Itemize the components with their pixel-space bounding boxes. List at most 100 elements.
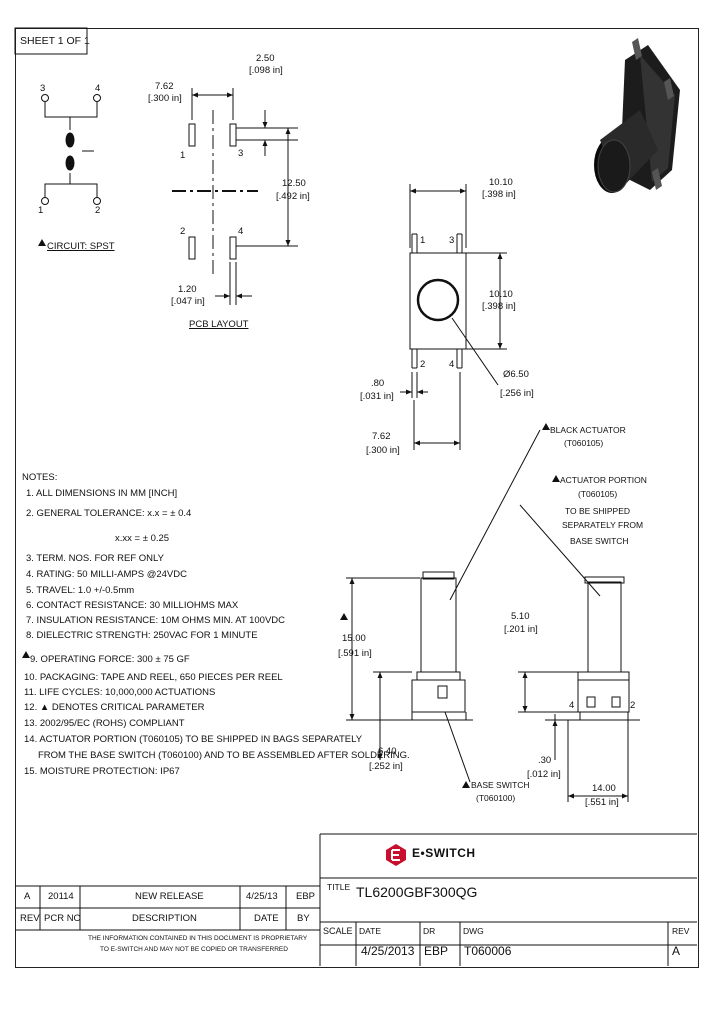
note-2: 2. GENERAL TOLERANCE: x.x = ± 0.4 [26, 508, 192, 519]
drawing-sheet [15, 28, 699, 968]
top-dim-dia-in: [.256 in] [500, 388, 534, 399]
top-dim-h-in: [.398 in] [482, 301, 516, 312]
base-switch-pn: (T060100) [476, 793, 516, 803]
header-by: BY [297, 913, 310, 924]
note-8: 8. DIELECTRIC STRENGTH: 250VAC FOR 1 MIN… [26, 630, 258, 641]
pcb-layout [172, 88, 298, 305]
top-dim-080: .80 [371, 378, 385, 389]
top-dim-h: 10.10 [489, 289, 513, 300]
pcb-dim-762-in: [.300 in] [148, 93, 182, 104]
side-view-right [518, 504, 640, 802]
side-dim-510: 5.10 [511, 611, 530, 622]
pcb-dim-120: 1.20 [178, 284, 197, 295]
top-dim-762-in: [.300 in] [366, 445, 400, 456]
note-11: 11. LIFE CYCLES: 10,000,000 ACTUATIONS [24, 687, 216, 698]
side-view-left [346, 429, 541, 783]
note-15: 15. MOISTURE PROTECTION: IP67 [24, 766, 180, 777]
top-pin-3: 3 [449, 235, 455, 246]
dwg-label: DWG [463, 926, 484, 936]
pcb-dim-1250-in: [.492 in] [276, 191, 310, 202]
note-2b: x.xx = ± 0.25 [115, 533, 170, 544]
side-dim-1400: 14.00 [592, 783, 616, 794]
disclaimer-line-2: TO E-SWITCH AND MAY NOT BE COPIED OR TRA… [100, 946, 288, 953]
side-pin-2: 2 [630, 700, 636, 711]
pcb-label: PCB LAYOUT [189, 319, 249, 330]
top-pin-1: 1 [420, 235, 426, 246]
brand-name: E•SWITCH [412, 846, 476, 860]
scale-label: SCALE [323, 926, 353, 936]
side-dim-1500-in: [.591 in] [338, 648, 372, 659]
note-4: 4. RATING: 50 MILLI-AMPS @24VDC [26, 569, 187, 580]
dwg-value: T060006 [464, 944, 512, 958]
note-5: 5. TRAVEL: 1.0 +/-0.5mm [26, 585, 135, 596]
side-dim-640-in: [.252 in] [369, 761, 403, 772]
dr-label: DR [423, 926, 436, 936]
rev-row-desc: NEW RELEASE [135, 891, 204, 902]
top-view [400, 184, 507, 450]
rev-value: A [672, 944, 681, 958]
rev-label: REV [672, 926, 690, 936]
note-10: 10. PACKAGING: TAPE AND REEL, 650 PIECES… [24, 672, 283, 683]
drawing-title: TL6200GBF300QG [356, 884, 478, 900]
note-3: 3. TERM. NOS. FOR REF ONLY [26, 553, 164, 564]
note-14: 14. ACTUATOR PORTION (T060105) TO BE SHI… [24, 734, 363, 745]
top-dim-w-in: [.398 in] [482, 189, 516, 200]
header-desc: DESCRIPTION [132, 913, 197, 924]
top-dim-w: 10.10 [489, 177, 513, 188]
rev-row-pcr: 20114 [48, 891, 74, 902]
pcb-dim-250: 2.50 [256, 53, 275, 64]
side-dim-030: .30 [538, 755, 552, 766]
note-9: 9. OPERATING FORCE: 300 ± 75 GF [30, 654, 190, 665]
shipped-3: BASE SWITCH [570, 536, 629, 546]
base-switch-label: BASE SWITCH [471, 780, 530, 790]
circuit-pin-3: 3 [40, 83, 46, 94]
circuit-symbol [41, 94, 101, 205]
pcb-pin-3: 3 [238, 148, 244, 159]
side-dim-030-in: [.012 in] [527, 769, 561, 780]
note-6: 6. CONTACT RESISTANCE: 30 MILLIOHMS MAX [26, 600, 239, 611]
rev-row-date: 4/25/13 [246, 891, 278, 902]
pcb-dim-1250: 12.50 [282, 178, 306, 189]
actuator-portion-pn: (T060105) [578, 489, 618, 499]
top-pin-2: 2 [420, 359, 426, 370]
note-13: 13. 2002/95/EC (ROHS) COMPLIANT [24, 718, 185, 729]
rev-row-rev: A [24, 891, 31, 902]
disclaimer-line-1: THE INFORMATION CONTAINED IN THIS DOCUME… [88, 935, 308, 942]
circuit-pin-1: 1 [38, 205, 44, 216]
note-12: 12. ▲ DENOTES CRITICAL PARAMETER [24, 702, 205, 713]
pcb-dim-762: 7.62 [155, 81, 174, 92]
side-dim-510-in: [.201 in] [504, 624, 538, 635]
pcb-pin-1: 1 [180, 150, 186, 161]
pcb-dim-120-in: [.047 in] [171, 296, 205, 307]
header-pcr: PCR NO [44, 913, 81, 924]
side-dim-640: 6.40 [378, 746, 397, 757]
date-value: 4/25/2013 [361, 944, 415, 958]
note-1: 1. ALL DIMENSIONS IN MM [INCH] [26, 488, 178, 499]
side-dim-1400-in: [.551 in] [585, 797, 619, 808]
circuit-pin-4: 4 [95, 83, 101, 94]
circuit-label: CIRCUIT: SPST [47, 241, 115, 252]
header-date: DATE [254, 913, 279, 924]
note-14b: FROM THE BASE SWITCH (T060100) AND TO BE… [38, 750, 410, 761]
black-actuator-label: BLACK ACTUATOR [550, 425, 626, 435]
title-label: TITLE [327, 882, 351, 892]
notes-title: NOTES: [22, 472, 58, 483]
top-pin-4: 4 [449, 359, 455, 370]
shipped-1: TO BE SHIPPED [565, 506, 631, 516]
top-dim-dia: Ø6.50 [503, 369, 529, 380]
shipped-2: SEPARATELY FROM [562, 520, 644, 530]
side-dim-1500: 15.00 [342, 633, 366, 644]
black-actuator-pn: (T060105) [564, 438, 604, 448]
dr-value: EBP [424, 944, 449, 958]
header-rev: REV [20, 913, 40, 924]
side-pin-4: 4 [569, 700, 575, 711]
top-dim-762: 7.62 [372, 431, 391, 442]
date-label: DATE [359, 926, 382, 936]
note-7: 7. INSULATION RESISTANCE: 10M OHMS MIN. … [26, 615, 286, 626]
pcb-pin-2: 2 [180, 226, 186, 237]
rev-row-by: EBP [296, 891, 316, 902]
actuator-portion-label: ACTUATOR PORTION [560, 475, 647, 485]
